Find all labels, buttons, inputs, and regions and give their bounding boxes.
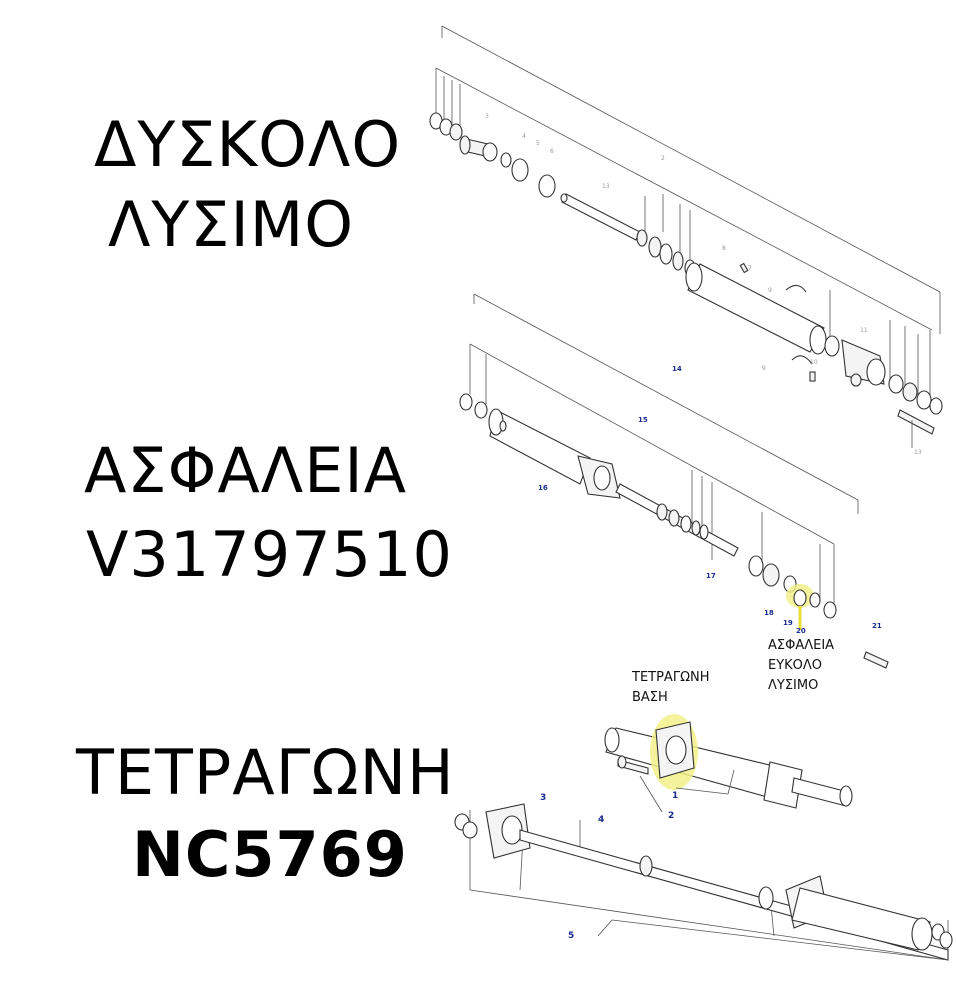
note-safety-line3: ΛΥΣΙΜΟ	[768, 678, 819, 693]
heading-safety-line2: V31797510	[86, 518, 453, 591]
d1-label-4: 4	[522, 133, 526, 140]
diagram-square-base-cylinder: 1 2 3 4 5	[454, 714, 953, 961]
d1-label-8: 8	[722, 245, 726, 252]
d1-label-11: 11	[860, 327, 868, 334]
d3-label-4: 4	[598, 815, 604, 825]
d2-label-16: 16	[538, 484, 548, 492]
d2-label-15: 15	[638, 416, 648, 424]
d1-label-3: 3	[485, 113, 489, 120]
d3-label-5: 5	[568, 931, 574, 941]
d2-label-20: 20	[796, 627, 806, 635]
heading-safety-line1: ΑΣΦΑΛΕΙΑ	[84, 434, 408, 507]
d1-label-9a: 9	[768, 287, 772, 294]
d1-label-13a: 13	[602, 183, 610, 190]
d2-label-18: 18	[764, 609, 774, 617]
heading-square-line1: ΤΕΤΡΑΓΩΝΗ	[76, 736, 455, 809]
note-base-line1: ΤΕΤΡΑΓΩΝΗ	[632, 670, 710, 685]
d3-label-1: 1	[672, 791, 678, 801]
d3-label-2: 2	[668, 811, 674, 821]
note-base: ΤΕΤΡΑΓΩΝΗ ΒΑΣΗ	[632, 668, 710, 708]
heading-square-line2: NC5769	[132, 818, 408, 891]
d1-label-6: 6	[550, 148, 554, 155]
d2-label-14: 14	[672, 365, 682, 373]
d2-label-19: 19	[783, 619, 793, 627]
d1-label-7: 7	[748, 265, 752, 272]
d2-label-21: 21	[872, 622, 882, 630]
note-safety-line2: ΕΥΚΟΛΟ	[768, 658, 823, 673]
note-safety: ΑΣΦΑΛΕΙΑ ΕΥΚΟΛΟ ΛΥΣΙΜΟ	[768, 636, 834, 696]
heading-difficult-line1: ΔΥΣΚΟΛΟ	[94, 108, 402, 181]
d1-label-10: 10	[810, 359, 818, 366]
note-base-line2: ΒΑΣΗ	[632, 690, 668, 705]
d1-label-2: 2	[661, 155, 665, 162]
d3-label-3: 3	[540, 793, 546, 803]
diagram-steering-cylinder-top: 3 4 5 6 2 13 8 7 9 11 9 10 13	[429, 25, 943, 456]
diagram-steering-cylinder-middle: 14 15 16 17 18 19 20 21	[459, 293, 889, 669]
d2-label-17: 17	[706, 572, 716, 580]
d1-label-13b: 13	[914, 449, 922, 456]
heading-difficult-line2: ΛΥΣΙΜΟ	[108, 188, 355, 261]
note-safety-line1: ΑΣΦΑΛΕΙΑ	[768, 638, 835, 653]
d1-label-9b: 9	[762, 365, 766, 372]
d1-label-5: 5	[536, 140, 540, 147]
